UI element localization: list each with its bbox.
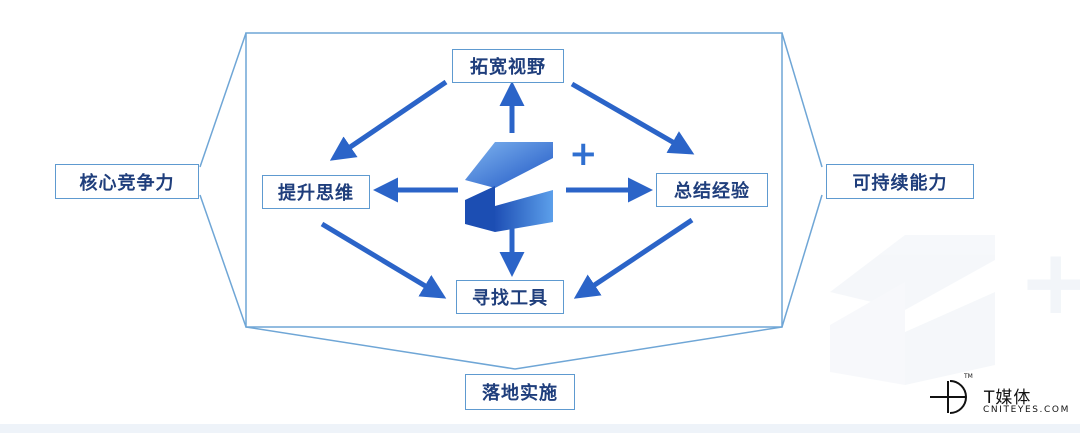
brand-tm: TM [964, 373, 973, 380]
brand-name: T媒体 [984, 388, 1032, 408]
left-bracket [199, 32, 247, 328]
node-broaden-vision: 拓宽视野 [452, 49, 564, 83]
bottom-bracket [245, 326, 783, 370]
brand-url: CNITEYES.COM [983, 405, 1070, 415]
node-core-competitiveness: 核心竞争力 [55, 164, 199, 199]
node-summarize-experience: 总结经验 [656, 173, 768, 207]
arrow-top-to-right [570, 81, 695, 155]
arrow-top-to-left [329, 79, 448, 161]
bottom-strip [0, 424, 1080, 433]
center-logo [465, 142, 553, 232]
node-improve-thinking: 提升思维 [262, 175, 370, 209]
right-bracket [781, 32, 823, 328]
plus-icon: + [569, 134, 598, 174]
node-implementation: 落地实施 [465, 374, 575, 410]
arrow-right-to-bottom [573, 217, 694, 299]
arrows [320, 79, 695, 299]
node-sustainable-capability: 可持续能力 [826, 164, 974, 199]
watermark-plus-icon: + [1018, 230, 1080, 335]
node-find-tools: 寻找工具 [456, 280, 564, 314]
arrow-left-to-bottom [320, 221, 447, 299]
inner-frame [245, 32, 783, 328]
